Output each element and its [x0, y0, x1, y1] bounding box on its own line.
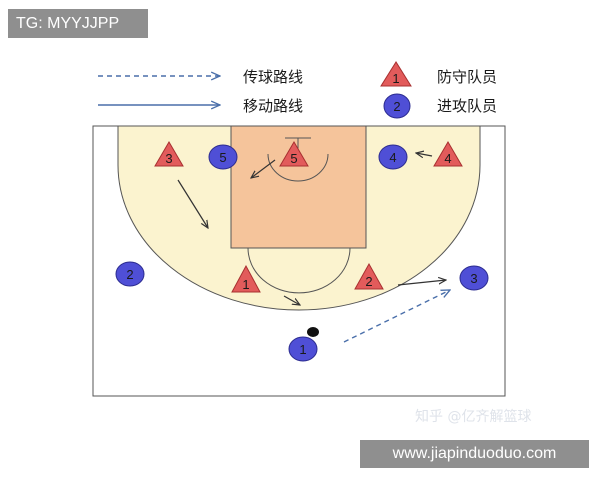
move-arrow-defender-3: [177, 179, 208, 228]
attacker-1-number: 1: [299, 342, 306, 357]
attacker-5: 5: [208, 144, 238, 170]
defender-5-number: 5: [290, 151, 297, 166]
attacker-3-number: 3: [470, 271, 477, 286]
legend-defender-label: 防守队员: [437, 68, 498, 86]
defender-4: 4: [433, 141, 463, 167]
defender-5: 5: [279, 141, 309, 167]
legend-attacker-symbol: 2: [383, 93, 411, 119]
attacker-5-number: 5: [219, 150, 226, 165]
restricted-arc: [267, 153, 329, 182]
move-arrow-defender-2: [397, 280, 446, 286]
legend-defender-symbol: 1: [380, 61, 412, 87]
free-throw-arc: [247, 247, 351, 294]
site-banner: www.jiapinduoduo.com: [360, 440, 589, 468]
defender-1: 1: [231, 264, 261, 293]
defender-2: 2: [354, 262, 384, 290]
attacker-4: 4: [378, 144, 408, 170]
defender-3-number: 3: [165, 151, 172, 166]
tg-tag: TG: MYYJJPP: [8, 9, 148, 38]
defender-1-number: 1: [242, 277, 249, 292]
attacker-3: 3: [459, 265, 489, 291]
pass-arrow: [343, 290, 450, 343]
legend-move-label: 移动路线: [243, 97, 304, 115]
ball: [307, 327, 319, 337]
move-arrow-defender-5: [251, 159, 276, 178]
move-arrow-defender-1: [283, 295, 300, 305]
attacker-4-number: 4: [389, 150, 396, 165]
attacker-2: 2: [115, 261, 145, 287]
legend-pass-label: 传球路线: [243, 68, 304, 86]
legend-attacker-number: 2: [393, 99, 400, 114]
site-banner-text: www.jiapinduoduo.com: [392, 445, 557, 462]
attacker-2-number: 2: [126, 267, 133, 282]
defender-3: 3: [154, 141, 184, 167]
tg-tag-text: TG: MYYJJPP: [16, 15, 120, 32]
watermark: 知乎 @亿齐解篮球: [415, 409, 532, 425]
attacker-1: 1: [288, 336, 318, 362]
defender-2-number: 2: [365, 274, 372, 289]
legend-attacker-label: 进攻队员: [437, 97, 498, 115]
legend-defender-number: 1: [392, 71, 399, 86]
defender-4-number: 4: [444, 151, 451, 166]
move-arrow-defender-4: [416, 153, 433, 156]
